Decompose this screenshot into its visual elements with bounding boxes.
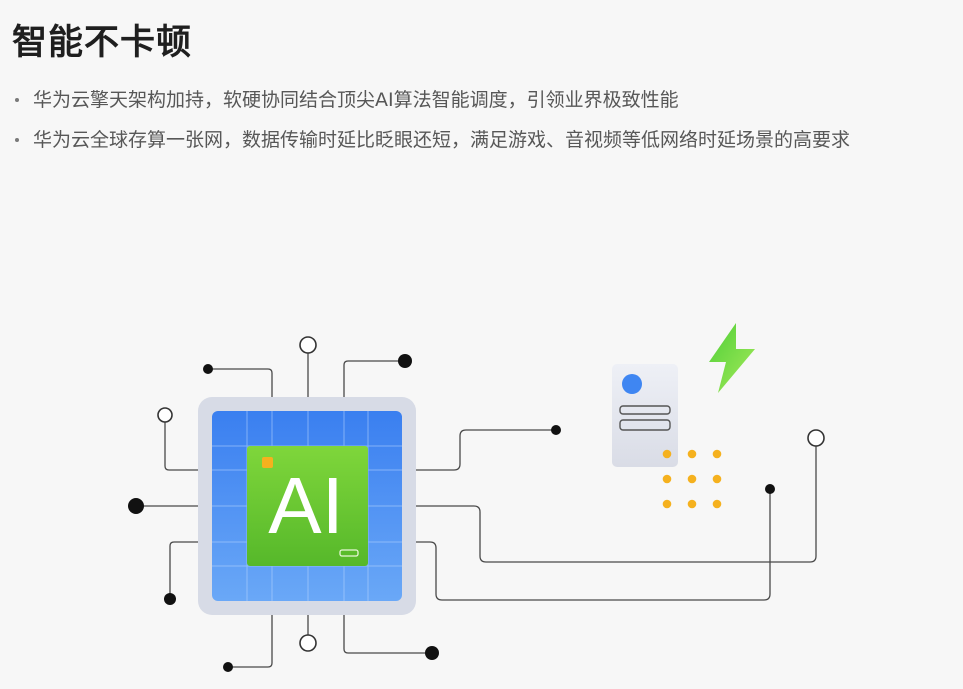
ai-chip-icon: AI (198, 397, 416, 615)
bullet-dot (15, 98, 19, 102)
page-title: 智能不卡顿 (12, 23, 193, 63)
feature-text: 华为云全球存算一张网，数据传输时延比眨眼还短，满足游戏、音视频等低网络时延场景的… (33, 129, 851, 151)
lightning-icon (709, 323, 755, 393)
chip-label: AI (268, 461, 344, 550)
feature-text: 华为云擎天架构加持，软硬协同结合顶尖AI算法智能调度，引领业界极致性能 (33, 89, 679, 111)
bullet-dot (15, 138, 19, 142)
circuit-lines (136, 353, 817, 668)
dot-grid (662, 449, 722, 509)
list-item: 华为云擎天架构加持，软硬协同结合顶尖AI算法智能调度，引领业界极致性能 (14, 84, 949, 116)
circuit-terminals (128, 336, 825, 672)
network-illustration: AI (128, 323, 825, 672)
feature-list: 华为云擎天架构加持，软硬协同结合顶尖AI算法智能调度，引领业界极致性能 华为云全… (14, 84, 949, 164)
server-icon (612, 364, 678, 467)
list-item: 华为云全球存算一张网，数据传输时延比眨眼还短，满足游戏、音视频等低网络时延场景的… (14, 124, 949, 156)
